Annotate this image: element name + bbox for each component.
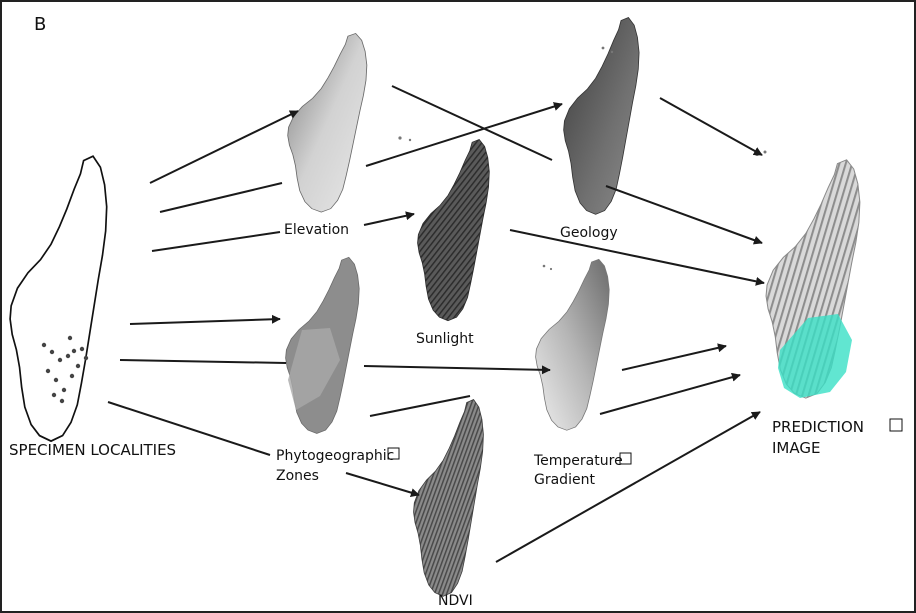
svg-text:Phytogeographic: Phytogeographic [276,448,394,464]
svg-text:IMAGE: IMAGE [772,439,820,457]
arrow-specimen-to-sunlight-seg1 [152,232,280,251]
label-temperature-gradient: Temperature Gradient [533,453,631,488]
specimen-localities-map [10,156,107,441]
label-specimen-localities: SPECIMEN LOCALITIES [9,441,176,459]
phytogeographic-zones-map [286,257,360,433]
arrow-specimen-to-temp-seg2 [364,366,550,370]
sunlight-map [418,139,490,320]
label-elevation: Elevation [284,222,349,238]
arrow-temp-to-prediction-b [600,375,740,414]
arrow-elevation-to-prediction-seg2 [606,186,762,243]
arrow-specimen-to-geology-seg1 [160,183,282,212]
arrow-specimen-to-elevation [150,111,298,183]
arrow-sunlight-to-prediction [510,230,764,283]
ndvi-map [414,400,484,597]
arrow-specimen-to-temp-seg1 [120,360,286,363]
arrow-specimen-to-ndvi-seg2 [346,473,419,495]
label-ndvi: NDVI [438,593,473,609]
prediction-image-map [766,160,860,398]
label-geology: Geology [560,225,618,241]
label-prediction-image: PREDICTION IMAGE [772,418,902,457]
elevation-map [288,33,367,212]
arrow-specimen-to-sunlight-seg2 [364,214,414,225]
svg-text:Temperature: Temperature [533,453,623,469]
arrow-phyto-to-prediction-seg1 [370,396,470,416]
arrow-specimen-to-phyto [130,319,280,324]
placeholder-box-icon [890,419,902,431]
geology-map [564,18,639,215]
svg-text:PREDICTION: PREDICTION [772,418,864,436]
svg-text:Zones: Zones [276,468,319,484]
label-phytogeographic-zones: Phytogeographic Zones [276,448,399,484]
svg-text:Gradient: Gradient [534,472,595,488]
temperature-gradient-map [536,259,610,430]
label-sunlight: Sunlight [416,331,474,347]
arrow-geology-to-prediction-top [660,98,762,155]
arrow-temp-to-prediction-a [622,346,726,370]
arrow-specimen-to-geology-seg2 [366,104,562,166]
panel-letter: B [34,14,46,35]
